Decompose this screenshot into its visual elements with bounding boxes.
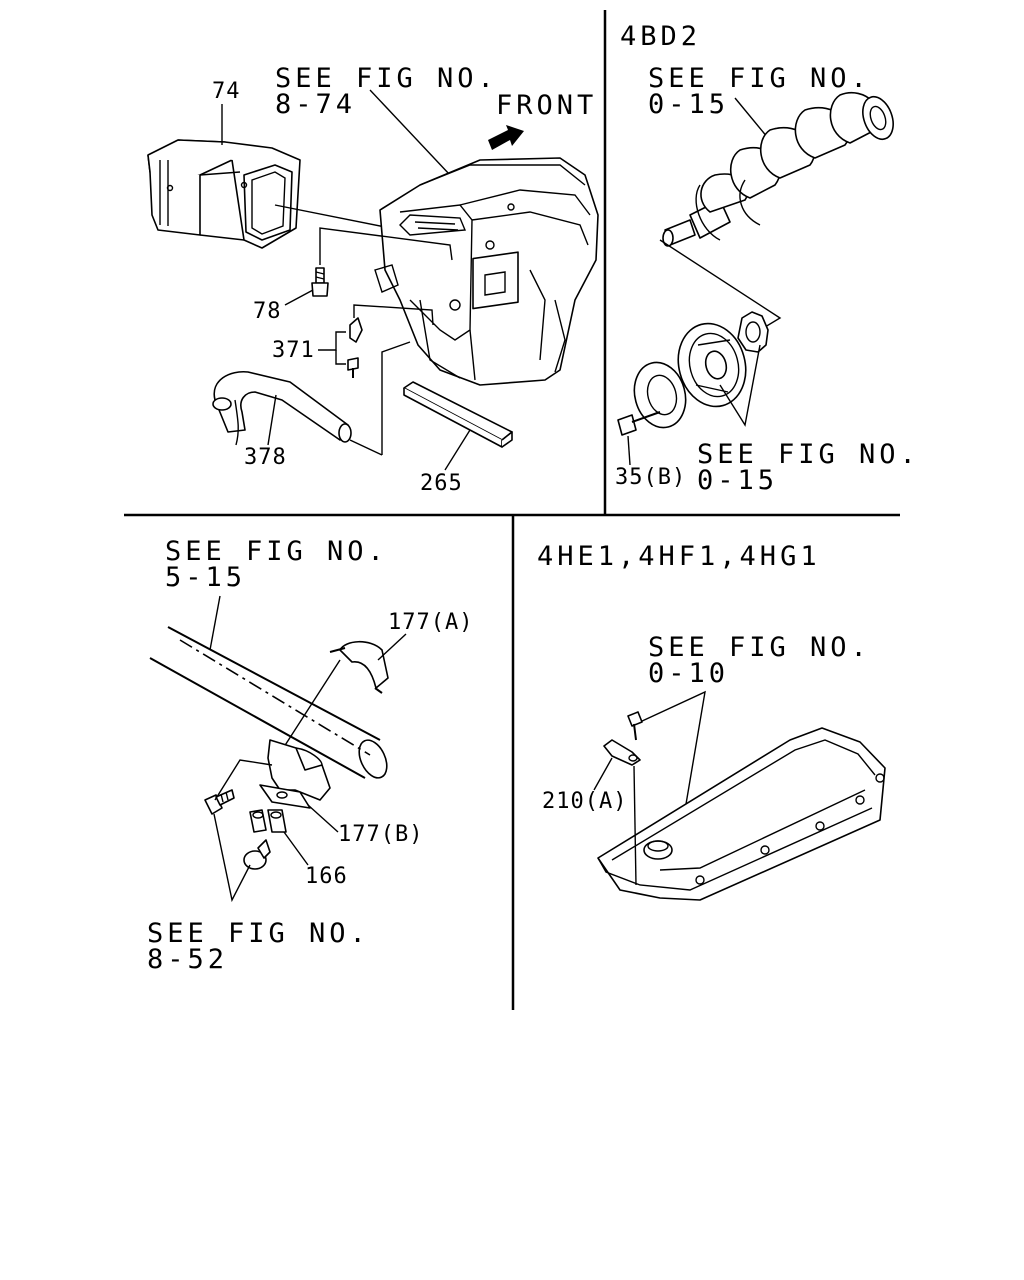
callout-78: 78 [253,299,282,324]
callout-166: 166 [305,864,348,889]
leader-210a-to-cover [633,765,637,886]
leader-8-74 [369,89,451,176]
clamp-177a [329,640,389,694]
leader-371a [318,331,346,351]
see-fig-8-74-line2: 8-74 [275,89,356,120]
callout-35b: 35(B) [615,465,686,490]
see-fig-5-15-line2: 5-15 [165,562,246,593]
leader-265 [444,429,471,471]
clips-371 [347,317,363,378]
leader-378-hose [349,439,383,456]
leader-210a [593,757,613,791]
see-fig-0-15a-line1: SEE FIG NO. [648,63,871,94]
nut-8-52 [243,839,271,870]
callout-177b: 177(B) [338,822,423,847]
screw-78 [311,267,329,297]
timing-gear [737,311,769,353]
callout-265: 265 [420,471,463,496]
duct-74 [147,139,301,249]
callout-177a: 177(A) [388,610,473,635]
callout-378: 378 [244,445,287,470]
strip-265 [403,381,513,448]
see-fig-8-74-line1: SEE FIG NO. [275,63,498,94]
leader-0-15b [719,344,761,427]
leader-5-15 [209,595,221,651]
hose-378 [212,371,352,446]
panel-top-right: 4BD2 SEE FIG NO. 0-15 [615,21,920,496]
rocker-cover [597,727,886,901]
callout-210a: 210(A) [542,789,627,814]
panel-dividers [124,10,900,1010]
panel-bottom-right: 4HE1,4HF1,4HG1 SEE FIG NO. 0-10 [537,541,886,901]
cover-bolt [627,711,643,741]
front-label: FRONT [496,90,597,121]
bracket-177b [259,739,331,809]
see-fig-0-15b-line1: SEE FIG NO. [697,439,920,470]
leader-166 [283,831,309,866]
callout-74: 74 [212,79,241,104]
panel-top-left: SEE FIG NO. 8-74 FRONT 74 [147,63,599,496]
see-fig-0-15a-line2: 0-15 [648,89,729,120]
leader-0-15a [734,97,769,139]
engine-codes-4he1-4hf1-4hg1: 4HE1,4HF1,4HG1 [537,541,821,572]
leader-8-52 [213,813,251,903]
leader-371b [335,350,346,365]
see-fig-8-52-line2: 8-52 [147,944,228,975]
clip-166 [249,809,287,833]
leader-78 [284,289,314,306]
pipe [149,626,388,779]
panel-bottom-left: SEE FIG NO. 5-15 177(A) 177(B) [147,536,473,975]
hvac-unit [374,157,599,386]
engine-code-4bd2: 4BD2 [620,21,701,52]
crankshaft [662,92,894,247]
leader-78-to-unit [319,227,453,265]
leader-371-to-unit [353,304,434,326]
leader-177b [307,804,339,833]
see-fig-0-15b-line2: 0-15 [697,465,778,496]
pulley [677,322,747,408]
leader-35b [627,435,631,466]
seal [633,361,687,429]
see-fig-0-10-line1: SEE FIG NO. [648,632,871,663]
leader-378-to-unit [381,341,411,455]
leader-0-10 [639,690,706,811]
front-arrow-icon [488,125,524,150]
see-fig-0-10-line2: 0-10 [648,658,729,689]
leader-177a-to-bracket [281,659,341,751]
leader-177a [377,633,407,661]
bolt-35b [617,411,661,436]
see-fig-5-15-line1: SEE FIG NO. [165,536,388,567]
clip-210a [603,739,641,766]
callout-371: 371 [272,338,315,363]
leader-bolt-to-bracket [214,759,273,801]
leader-378 [267,394,277,446]
see-fig-8-52-line1: SEE FIG NO. [147,918,370,949]
bolt-8-52 [204,789,235,815]
